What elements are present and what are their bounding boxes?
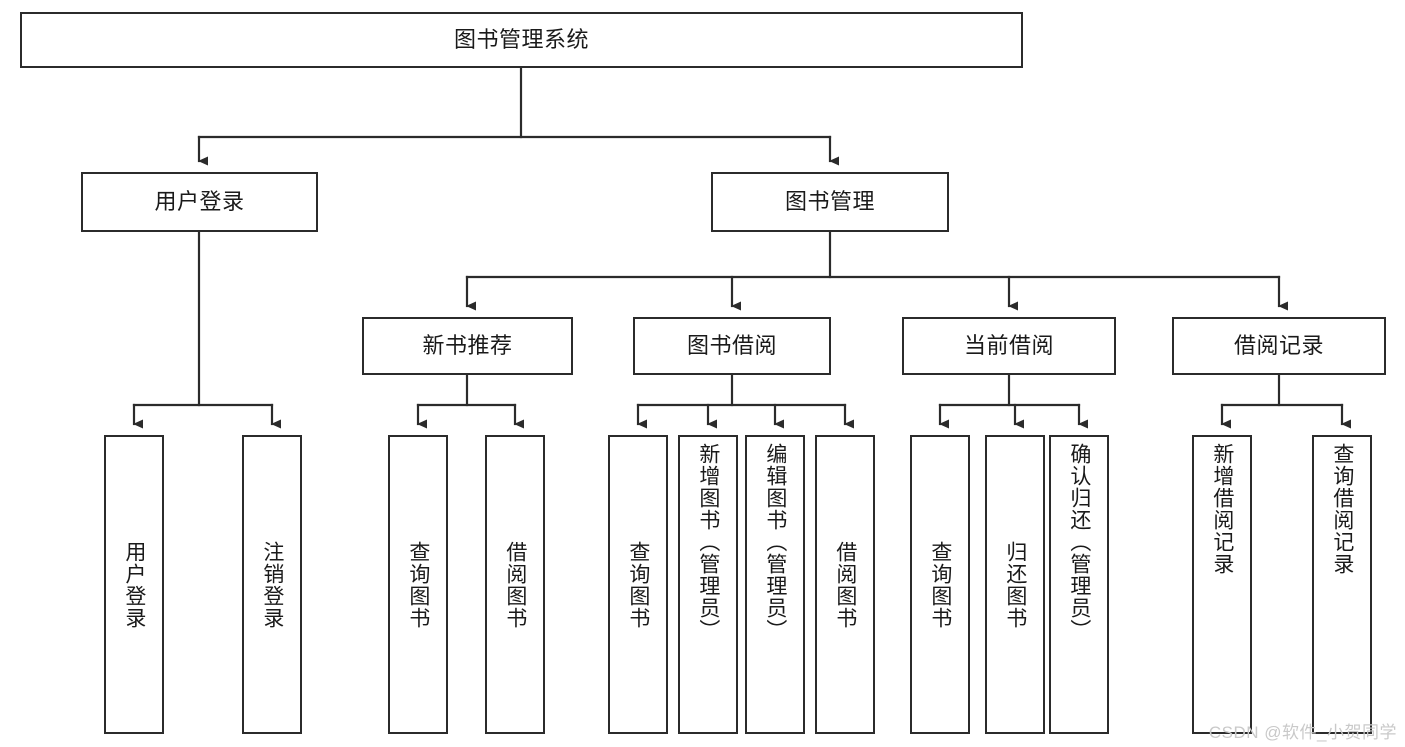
node-label: 图书借阅 <box>686 332 777 358</box>
node-leaf-用户登录-0[interactable]: 用户登录 <box>104 435 164 734</box>
node-leaf-借阅图书-3[interactable]: 借阅图书 <box>485 435 545 734</box>
node-label: 借阅图书 <box>503 540 527 629</box>
node-leaf-新增图书管理员-5[interactable]: 新增图书（管理员） <box>678 435 738 734</box>
node-level3-新书推荐-0[interactable]: 新书推荐 <box>362 317 573 375</box>
node-level2-图书管理-1[interactable]: 图书管理 <box>711 172 949 232</box>
node-label: 借阅记录 <box>1233 332 1324 358</box>
node-leaf-注销登录-1[interactable]: 注销登录 <box>242 435 302 734</box>
node-label: 用户登录 <box>154 188 245 214</box>
node-label: 新增图书（管理员） <box>696 443 720 641</box>
node-leaf-确认归还管理员-10[interactable]: 确认归还（管理员） <box>1049 435 1109 734</box>
node-level3-当前借阅-2[interactable]: 当前借阅 <box>902 317 1116 375</box>
node-label: 借阅图书 <box>833 540 857 629</box>
node-label: 查询图书 <box>928 540 952 629</box>
node-label: 查询图书 <box>406 540 430 629</box>
node-label: 查询借阅记录 <box>1330 443 1354 575</box>
node-label: 图书管理 <box>784 188 875 214</box>
node-level2-用户登录-0[interactable]: 用户登录 <box>81 172 318 232</box>
node-leaf-归还图书-9[interactable]: 归还图书 <box>985 435 1045 734</box>
node-label: 确认归还（管理员） <box>1067 443 1091 641</box>
node-level3-借阅记录-3[interactable]: 借阅记录 <box>1172 317 1386 375</box>
node-label: 编辑图书（管理员） <box>763 443 787 641</box>
node-leaf-编辑图书管理员-6[interactable]: 编辑图书（管理员） <box>745 435 805 734</box>
node-leaf-新增借阅记录-11[interactable]: 新增借阅记录 <box>1192 435 1252 734</box>
node-leaf-查询图书-2[interactable]: 查询图书 <box>388 435 448 734</box>
node-leaf-查询图书-8[interactable]: 查询图书 <box>910 435 970 734</box>
connector-lines <box>132 66 1351 429</box>
node-label: 注销登录 <box>260 540 284 629</box>
node-label: 当前借阅 <box>963 332 1054 358</box>
node-label: 新增借阅记录 <box>1210 443 1234 575</box>
node-leaf-查询借阅记录-12[interactable]: 查询借阅记录 <box>1312 435 1372 734</box>
node-leaf-查询图书-4[interactable]: 查询图书 <box>608 435 668 734</box>
node-label: 图书管理系统 <box>453 26 589 52</box>
node-label: 用户登录 <box>122 540 146 629</box>
node-label: 新书推荐 <box>422 332 513 358</box>
node-leaf-借阅图书-7[interactable]: 借阅图书 <box>815 435 875 734</box>
node-level3-图书借阅-1[interactable]: 图书借阅 <box>633 317 831 375</box>
node-label: 归还图书 <box>1003 540 1027 629</box>
node-label: 查询图书 <box>626 540 650 629</box>
node-root-图书管理系统[interactable]: 图书管理系统 <box>20 12 1023 68</box>
